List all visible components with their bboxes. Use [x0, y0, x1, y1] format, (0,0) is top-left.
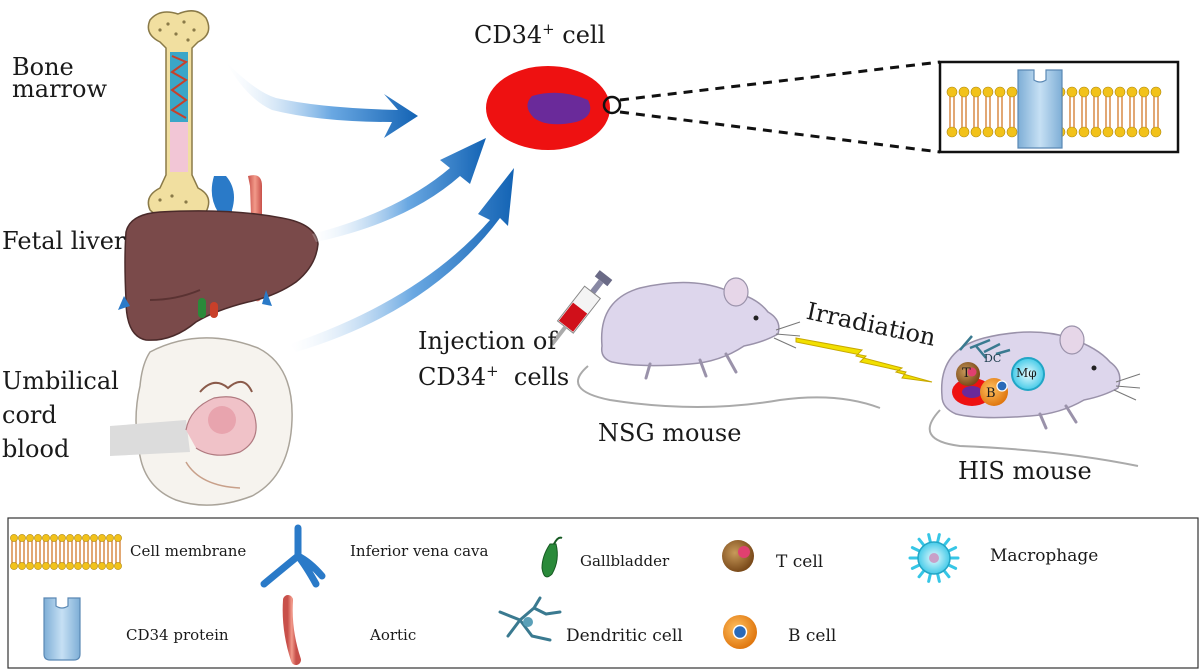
zoom-line-top: [619, 60, 941, 102]
zoom-line-bottom: [619, 110, 941, 154]
fetal-liver-icon: [118, 175, 319, 341]
bone-marrow-label-line2: marrow: [12, 75, 108, 103]
his-mouse-label: HIS mouse: [958, 457, 1092, 485]
injection-label-line2: CD34+ cells: [418, 362, 570, 391]
legend-cd34-protein-icon: [43, 597, 81, 661]
irradiation-bolt: [795, 337, 933, 383]
his-dc-label: DC: [984, 352, 1002, 365]
legend-gallbladder-icon: [541, 536, 563, 578]
nsg-mouse-label: NSG mouse: [598, 419, 742, 447]
his-t-label: T: [962, 366, 971, 381]
injection-label-line1: Injection of: [418, 327, 557, 355]
legend-cd34-protein-label: CD34 protein: [126, 626, 229, 644]
legend-b-cell-icon: [723, 615, 757, 649]
nsg-mouse-icon: [577, 277, 881, 409]
legend-t-cell-label: T cell: [776, 552, 824, 572]
syringe-icon: [550, 270, 613, 346]
membrane-inset: [938, 60, 1180, 154]
cd34-cell: [486, 60, 941, 154]
umbilical-cord-icon: [110, 337, 293, 506]
fetal-liver-label: Fetal liver: [2, 227, 126, 255]
bone-marrow-icon: [147, 10, 210, 219]
cd34-protein-in-membrane: [1017, 69, 1063, 149]
bone-marrow-label-line1: Bone: [12, 53, 74, 81]
legend-membrane-icon: [10, 534, 122, 570]
legend-box: [7, 517, 1199, 669]
umbilical-label-line3: blood: [2, 435, 70, 463]
legend-cell-membrane-label: Cell membrane: [130, 542, 247, 560]
legend-vena-cava-label: Inferior vena cava: [350, 542, 489, 560]
legend-b-cell-label: B cell: [788, 626, 837, 646]
cd34-cell-label: CD34+ cell: [474, 20, 606, 49]
legend-aortic-icon: [282, 595, 301, 665]
his-mphi-label: Mφ: [1016, 366, 1037, 380]
legend-vena-cava-icon: [260, 524, 326, 588]
umbilical-label-line2: cord: [2, 401, 57, 429]
legend-macrophage-label: Macrophage: [990, 546, 1099, 566]
his-mouse-icon: [928, 325, 1141, 467]
legend-t-cell-icon: [722, 540, 754, 572]
legend-macrophage-icon: [908, 533, 960, 583]
umbilical-label-line1: Umbilical: [2, 367, 119, 395]
legend-aortic-label: Aortic: [370, 626, 417, 644]
legend-dendritic-cell-icon: [498, 596, 562, 642]
legend-gallbladder-label: Gallbladder: [580, 552, 670, 570]
legend-dendritic-cell-label: Dendritic cell: [566, 626, 683, 646]
source-arrows: [226, 62, 514, 352]
zoom-circle: [602, 95, 622, 115]
his-dendritic-cell: [959, 335, 1011, 359]
his-macrophage: [1011, 357, 1045, 391]
his-b-label: B: [986, 386, 996, 401]
